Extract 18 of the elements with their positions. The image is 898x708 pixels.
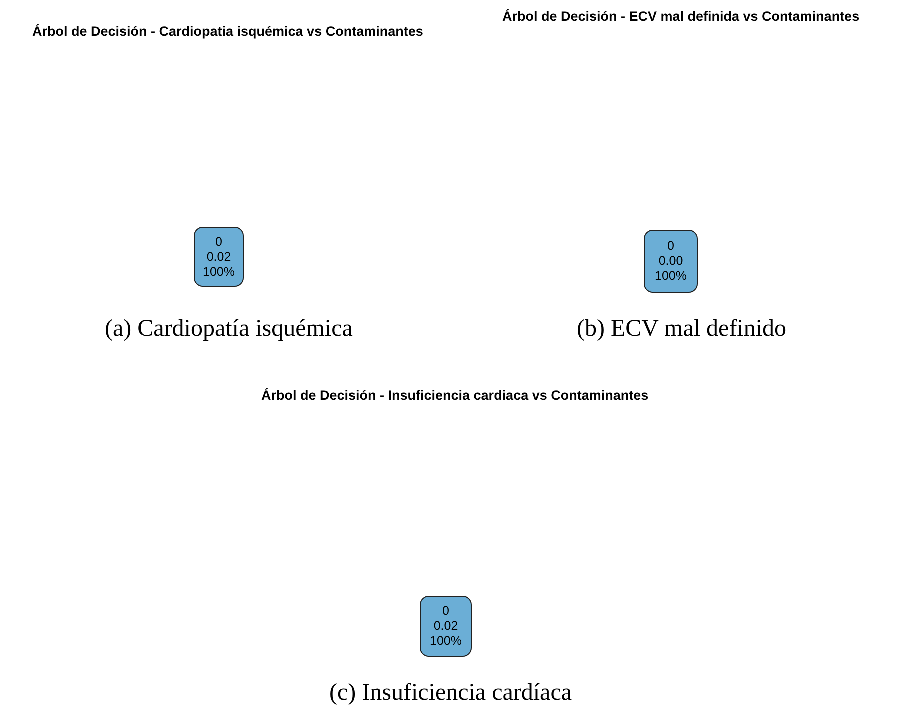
leaf-node-box bbox=[644, 230, 698, 293]
node-value: 0 bbox=[668, 239, 674, 254]
chart-title: Árbol de Decisión - Cardiopatia isquémica vs Contaminantes bbox=[32, 24, 424, 38]
node-value: 100% bbox=[655, 269, 687, 284]
node-value: 0.00 bbox=[658, 254, 684, 269]
leaf-node-box bbox=[420, 596, 472, 657]
figure-caption: (a) Cardiopatía isquémica bbox=[105, 316, 353, 342]
node-value: 100% bbox=[430, 634, 462, 649]
figure-caption: (c) Insuficiencia cardíaca bbox=[330, 680, 572, 706]
node-value: 0 bbox=[442, 604, 450, 619]
leaf-node-box bbox=[194, 227, 244, 287]
chart-title: Árbol de Decisión - ECV mal definida vs Contaminantes bbox=[502, 8, 860, 24]
node-value: 0.02 bbox=[434, 619, 458, 634]
chart-title: Árbol de Decisión - Insuficiencia cardiaca vs Contaminantes bbox=[262, 388, 649, 402]
node-value: 100% bbox=[203, 264, 235, 280]
node-value: 0 bbox=[216, 234, 222, 250]
node-value: 0.02 bbox=[206, 250, 232, 264]
figure-caption: (b) ECV mal definido bbox=[577, 316, 787, 342]
